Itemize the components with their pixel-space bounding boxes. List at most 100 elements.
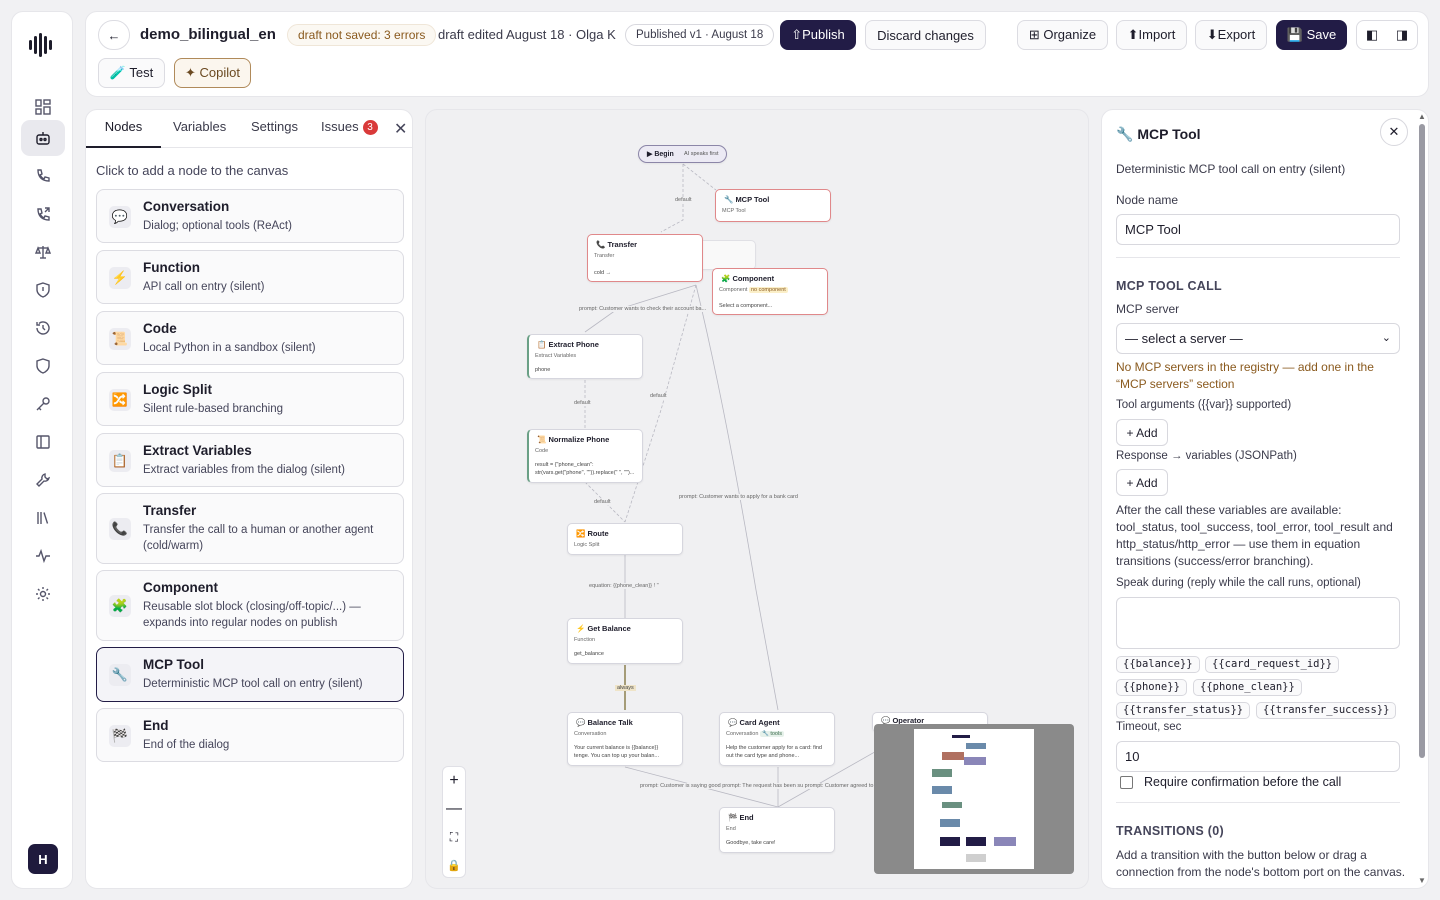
canvas-node-card-agent[interactable]: 💬 Card Agent Conversation 🔧 tools Help t… [719,712,835,766]
draft-error-badge[interactable]: draft not saved: 3 errors [287,24,437,46]
node-type: Component no component [719,287,788,293]
scroll-down-icon[interactable]: ▼ [1418,876,1426,885]
sidebar-item-calls[interactable] [21,158,65,194]
node-card-end[interactable]: 🏁 End End of the dialog [96,708,404,762]
speak-during-textarea[interactable] [1116,597,1400,649]
edge-label: default [574,400,591,406]
export-button[interactable]: ⬇Export [1195,20,1267,50]
variable-chip[interactable]: {{phone}} [1116,679,1187,696]
zoom-in-button[interactable]: + [449,772,459,789]
canvas-node-get-balance[interactable]: ⚡ Get Balance Function get_balance [567,618,683,664]
confirm-checkbox[interactable] [1120,776,1133,789]
variable-chip[interactable]: {{transfer_success}} [1256,702,1397,719]
mcp-server-select[interactable]: — select a server — ⌄ [1116,323,1400,354]
close-inspector-button[interactable]: ✕ [1380,118,1408,146]
node-card-extract-variables[interactable]: 📋 Extract Variables Extract variables fr… [96,433,404,487]
chevron-down-icon: ⌄ [1381,332,1391,344]
node-title: 🧩 Component [721,274,775,283]
sidebar-item-outbound[interactable] [21,196,65,232]
canvas-node-balance-talk[interactable]: 💬 Balance Talk Conversation Your current… [567,712,683,766]
edit-info: draft edited August 18 · Olga K [438,27,616,42]
sidebar-item-settings[interactable] [21,576,65,612]
edge-transfer-card [695,284,779,711]
response-mapping-label: Response → variables (JSONPath) [1116,450,1297,462]
copilot-button[interactable]: ✦ Copilot [174,58,251,88]
canvas-node-route[interactable]: 🔀 Route Logic Split [567,523,683,555]
begin-node-label: ▶ Begin [647,151,674,158]
inspector-title: 🔧 MCP Tool [1116,126,1201,142]
add-argument-button[interactable]: + Add [1116,419,1168,446]
minimap[interactable] [874,724,1074,874]
fit-view-button[interactable]: ⛶ [449,829,459,844]
user-avatar[interactable]: H [28,844,58,874]
sidebar-item-analytics[interactable] [21,538,65,574]
node-card-conversation[interactable]: 💬 Conversation Dialog; optional tools (R… [96,189,404,243]
back-button[interactable]: ← [98,20,130,50]
organize-button[interactable]: ⊞ Organize [1017,20,1108,50]
canvas-node-normalize-phone[interactable]: 📜 Normalize Phone Code result = {"phone_… [527,429,643,483]
app-logo[interactable] [29,32,57,58]
node-name-input[interactable]: MCP Tool [1116,214,1400,245]
zoom-out-button[interactable]: — [446,800,462,817]
node-card-function[interactable]: ⚡ Function API call on entry (silent) [96,250,404,304]
sidebar-item-dashboard[interactable] [21,89,65,125]
section-mcp-call: MCP TOOL CALL [1116,279,1222,293]
sidebar-item-tools[interactable] [21,462,65,498]
canvas-node-transfer[interactable]: 📞 Transfer Transfer cold → [587,234,703,282]
variable-chip[interactable]: {{transfer_status}} [1116,702,1251,719]
tab-settings[interactable]: Settings [251,119,298,134]
discard-changes-button[interactable]: Discard changes [865,20,986,50]
edge-transfer-route [624,284,697,523]
toggle-left-panel-icon[interactable]: ◧ [1365,27,1379,42]
node-card-title: End [143,718,169,733]
sidebar-item-compliance[interactable] [21,234,65,270]
sidebar-item-guardrails[interactable] [21,348,65,384]
scroll-up-icon[interactable]: ▲ [1418,112,1426,121]
scrollbar-thumb[interactable] [1419,124,1425,758]
variable-chip[interactable]: {{balance}} [1116,656,1200,673]
toggle-right-panel-icon[interactable]: ◨ [1395,27,1409,42]
flow-canvas[interactable]: default prompt: Customer wants to check … [425,109,1089,889]
save-button[interactable]: 💾 Save [1276,20,1347,50]
node-card-logic-split[interactable]: 🔀 Logic Split Silent rule-based branchin… [96,372,404,426]
publish-button[interactable]: ⇧Publish [780,20,856,50]
variable-chip[interactable]: {{card_request_id}} [1205,656,1340,673]
timeout-input[interactable]: 10 [1116,741,1400,772]
node-body: cold → [594,270,612,276]
published-badge: Published v1 · August 18 [625,24,775,46]
node-body: Your current balance is {{balance}} teng… [574,745,660,759]
tab-variables[interactable]: Variables [173,119,227,134]
sidebar-item-history[interactable] [21,310,65,346]
node-body: phone [535,367,551,373]
import-button[interactable]: ⬆Import [1116,20,1187,50]
sidebar-item-security[interactable] [21,272,65,308]
zoom-controls: + — ⛶ 🔒 [442,766,466,878]
tab-nodes[interactable]: Nodes [86,110,161,148]
transitions-title: TRANSITIONS (0) [1116,824,1224,838]
add-mapping-button[interactable]: + Add [1116,469,1168,496]
canvas-node-component[interactable]: 🧩 Component Component no component Selec… [712,268,828,315]
sidebar-item-layout[interactable] [21,424,65,460]
test-button[interactable]: 🧪 Test [98,58,165,88]
lock-button[interactable]: 🔒 [447,859,461,872]
close-panel-icon[interactable]: ✕ [394,121,408,138]
node-card-transfer[interactable]: 📞 Transfer Transfer the call to a human … [96,493,404,564]
phone-icon [37,169,50,182]
canvas-node-extract-phone[interactable]: 📋 Extract Phone Extract Variables phone [527,334,643,379]
clipboard-icon: 📋 [109,450,131,472]
node-card-component[interactable]: 🧩 Component Reusable slot block (closing… [96,570,404,641]
sidebar-item-library[interactable] [21,500,65,536]
variable-chip[interactable]: {{phone_clean}} [1193,679,1302,696]
sidebar-item-keys[interactable] [21,386,65,422]
canvas-node-mcp-tool[interactable]: 🔧 MCP Tool MCP Tool [715,189,831,222]
node-card-title: Component [143,580,218,595]
node-card-mcp-tool[interactable]: 🔧 MCP Tool Deterministic MCP tool call o… [96,647,404,702]
node-card-code[interactable]: 📜 Code Local Python in a sandbox (silent… [96,311,404,365]
node-type: Conversation 🔧 tools [726,731,784,737]
sidebar-item-agents[interactable] [21,120,65,156]
begin-node[interactable]: ▶ Begin AI speaks first [638,145,727,163]
dashboard-icon [35,99,51,115]
canvas-node-end[interactable]: 🏁 End End Goodbye, take care! [719,807,835,853]
node-card-title: Logic Split [143,382,212,397]
